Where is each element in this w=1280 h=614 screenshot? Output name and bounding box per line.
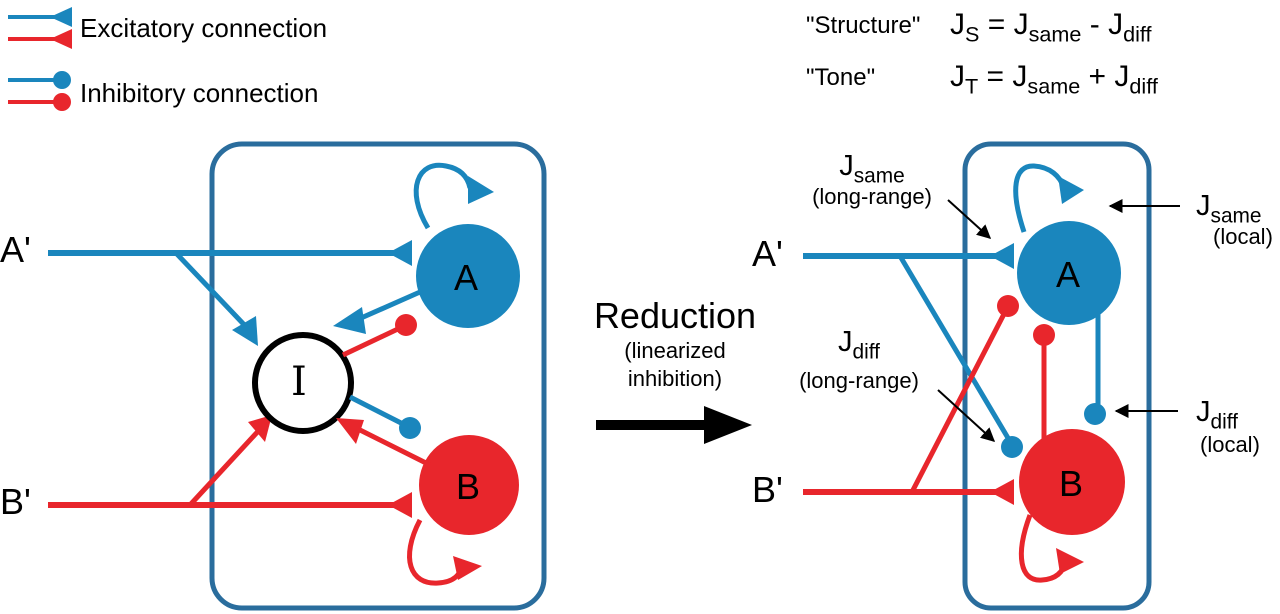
legend-inhibitory-symbol (8, 71, 71, 111)
right-a-self-loop (1013, 163, 1067, 233)
jsame-long-note: (long-range) (812, 184, 932, 209)
reduction-title: Reduction (593, 295, 757, 336)
jdiff-local-note: (local) (1200, 432, 1260, 457)
legend-inhibitory-label: Inhibitory connection (80, 78, 319, 108)
jdiff-long-symbol: Jdiff (838, 326, 880, 364)
reduction-sub1: (linearized (624, 338, 726, 363)
legend-excitatory-symbol (8, 7, 72, 49)
right-a-diff-long (897, 254, 1011, 440)
reduction-sub2: inhibition) (627, 366, 723, 391)
tone-formula: JT = Jsame + Jdiff (950, 60, 1158, 99)
structure-formula: JS = Jsame - Jdiff (950, 8, 1152, 47)
left-a-to-i (174, 251, 254, 335)
left-b-to-i (188, 425, 264, 507)
left-input-b-label: B' (0, 481, 31, 522)
right-b-diff-long (909, 312, 1007, 494)
jsame-long-symbol: Jsame (839, 150, 905, 188)
right-node-a (1017, 221, 1121, 325)
right-node-b-label: B (1059, 463, 1084, 504)
jdiff-local-symbol: Jdiff (1196, 396, 1238, 434)
jdiff-long-note: (long-range) (799, 368, 919, 393)
left-node-i-label: I (291, 359, 307, 405)
left-input-a-label: A' (0, 229, 31, 270)
jsame-local-note: (local) (1213, 224, 1273, 249)
jsame-local-symbol: Jsame (1196, 190, 1262, 228)
right-input-a-label: A' (752, 233, 783, 274)
left-i-inh-a (341, 325, 402, 358)
left-b-exc-i (358, 427, 432, 468)
right-input-b-label: B' (752, 469, 783, 510)
left-a-self-loop (413, 162, 473, 230)
left-i-inh-b (348, 394, 407, 428)
left-node-b (419, 435, 519, 535)
legend-excitatory-label: Excitatory connection (80, 13, 328, 43)
pointer-jsame-long (947, 199, 992, 239)
right-node-a-label: A (1056, 254, 1081, 295)
structure-label: "Structure" (806, 12, 921, 39)
left-node-a-label: A (454, 257, 479, 298)
right-circuit-box (962, 141, 1152, 611)
left-node-i (252, 332, 354, 434)
left-node-b-label: B (456, 466, 481, 507)
left-circuit-box (209, 141, 547, 611)
tone-label: "Tone" (806, 64, 876, 91)
pointer-jdiff-long (937, 389, 996, 442)
left-node-a (416, 224, 520, 328)
